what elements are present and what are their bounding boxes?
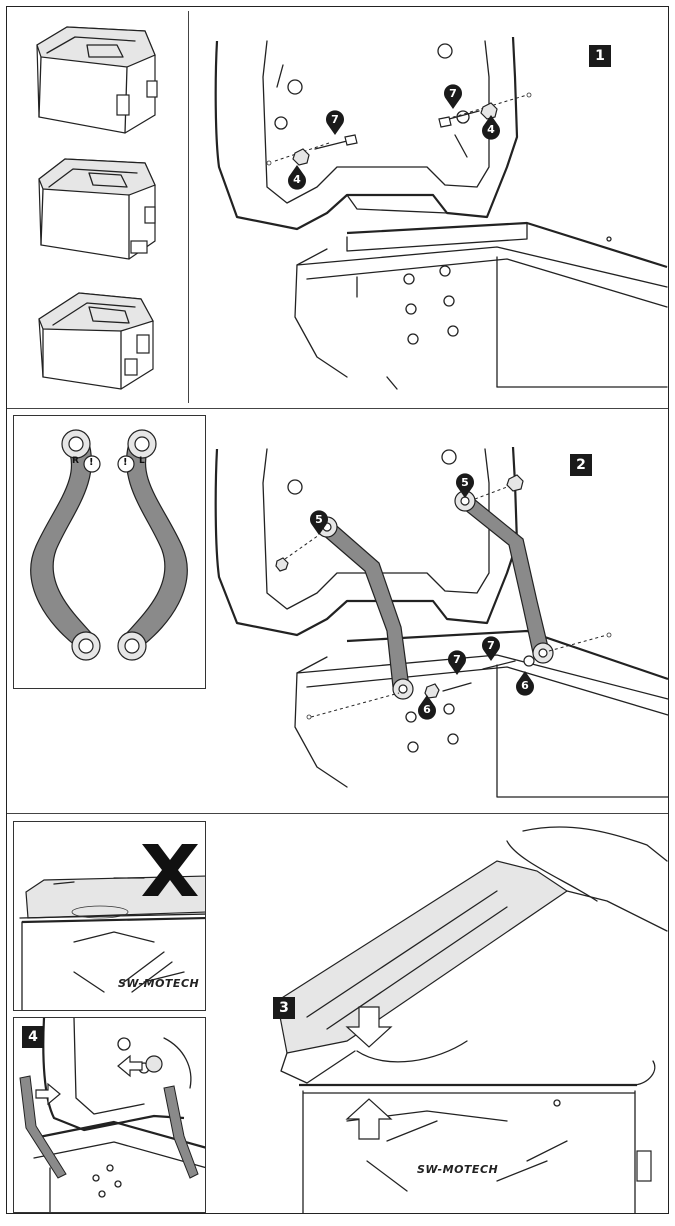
- callout-pin-shape: [310, 510, 328, 535]
- callout-pin-shape: [418, 695, 436, 720]
- brand-text-a: SW-MOTECH: [118, 977, 199, 990]
- strap-warning-right: !: [89, 457, 94, 468]
- callout-part-5-a: 5: [455, 473, 475, 498]
- column-divider: [188, 11, 189, 403]
- brand-text-b: SW-MOTECH: [417, 1163, 498, 1176]
- strap-warning-left: !: [123, 457, 128, 468]
- strap-mark-left: L: [139, 456, 145, 466]
- section-divider-1: [7, 408, 668, 409]
- callout-pin-shape: [448, 650, 466, 675]
- callout-text: 6: [423, 703, 431, 716]
- callout-text: 4: [293, 173, 301, 186]
- callout-part-5-b: 5: [309, 510, 329, 535]
- case-illustration-large: [36, 26, 158, 134]
- callout-text: 7: [487, 639, 495, 652]
- callout-text: 5: [315, 513, 323, 526]
- step1-mounting-drawing: [214, 36, 668, 390]
- wrong-method-brand-logo: SW-MOTECH: [118, 977, 199, 990]
- callout-pin-shape: [482, 115, 500, 140]
- callout-text: 6: [521, 679, 529, 692]
- callout-part-6-a: 6: [417, 695, 437, 720]
- step4-detail-frame: 4: [13, 1017, 206, 1213]
- callout-text: 4: [487, 123, 495, 136]
- strap-detail-frame: R ! ! L: [13, 415, 206, 689]
- case-illustration-small: [38, 292, 154, 390]
- step-3-badge: 3: [273, 997, 295, 1019]
- callout-pin-shape: [482, 636, 500, 661]
- strap-mark-right: R: [72, 456, 79, 466]
- instruction-page: 1 7 4 7 4 R ! ! L: [6, 6, 669, 1214]
- step-4-number: 4: [28, 1029, 38, 1045]
- step-4-badge: 4: [22, 1026, 44, 1048]
- callout-part-4-b: 4: [481, 115, 501, 140]
- wrong-method-illustration: [19, 844, 205, 1010]
- step-2-number: 2: [576, 457, 586, 473]
- step-1-badge: 1: [589, 45, 611, 67]
- callout-text: 7: [449, 87, 457, 100]
- step3-lid-closing-drawing: SW-MOTECH: [276, 826, 668, 1214]
- wrong-method-frame: SW-MOTECH: [13, 821, 206, 1011]
- section-divider-2: [7, 813, 668, 814]
- step2-strap-mounting-drawing: [214, 446, 669, 798]
- step-3-number: 3: [279, 1000, 289, 1016]
- callout-pin-shape: [288, 165, 306, 190]
- callout-pin-shape: [456, 473, 474, 498]
- step-1-number: 1: [595, 48, 605, 64]
- callout-pin-shape: [516, 671, 534, 696]
- step4-strap-attachment-illustration: [19, 1018, 205, 1212]
- callout-part-7-d: 7: [481, 636, 501, 661]
- callout-part-6-b: 6: [515, 671, 535, 696]
- callout-text: 5: [461, 476, 469, 489]
- callout-part-4-a: 4: [287, 165, 307, 190]
- callout-pin-shape: [444, 84, 462, 109]
- callout-text: 7: [453, 653, 461, 666]
- callout-part-7-b: 7: [443, 84, 463, 109]
- callout-part-7-a: 7: [325, 110, 345, 135]
- callout-text: 7: [331, 113, 339, 126]
- step-2-badge: 2: [570, 454, 592, 476]
- case-illustration-medium: [38, 158, 156, 260]
- handle-straps-illustration: [30, 429, 188, 661]
- callout-part-7-c: 7: [447, 650, 467, 675]
- callout-pin-shape: [326, 110, 344, 135]
